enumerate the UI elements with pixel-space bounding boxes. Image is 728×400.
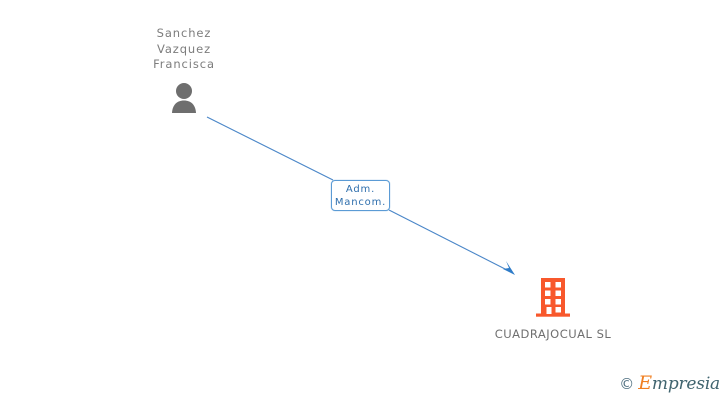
person-node[interactable]: Sanchez Vazquez Francisca <box>122 26 246 114</box>
connector-line-person-to-label <box>206 116 334 181</box>
connector-arrowhead-icon <box>503 261 515 275</box>
company-name-label: CUADRAJOCUAL SL <box>494 327 612 341</box>
brand-name-rest: mpresia <box>651 374 720 394</box>
relation-label-line-1: Adm. <box>345 183 376 195</box>
relation-label-line-2: Mancom. <box>334 196 387 208</box>
person-silhouette-icon <box>172 82 196 113</box>
brand-initial: E <box>638 372 652 394</box>
person-name-label: Sanchez Vazquez Francisca <box>153 26 215 71</box>
person-icon-wrapper <box>122 80 246 114</box>
relation-label-box[interactable]: Adm. Mancom. <box>331 180 390 211</box>
company-icon-wrapper <box>483 276 623 318</box>
brand-name: Empresia <box>638 372 720 394</box>
copyright-icon: © <box>619 374 635 393</box>
company-node[interactable]: CUADRAJOCUAL SL <box>483 276 623 341</box>
office-building-icon <box>536 278 570 317</box>
connector-line-label-to-company <box>388 209 512 273</box>
watermark: © Empresia <box>619 372 720 394</box>
